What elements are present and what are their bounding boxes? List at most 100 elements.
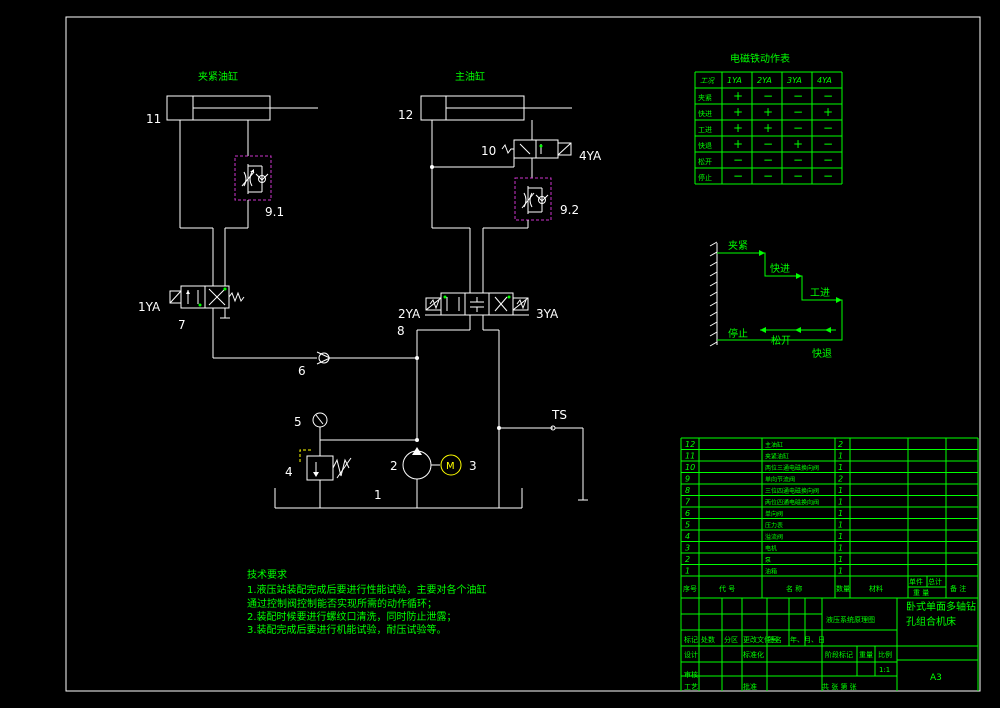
solenoid-cell: 松开 xyxy=(698,157,712,166)
part-no: 6 xyxy=(685,509,690,518)
tech-line-3: 2.装配时候要进行螺纹口清洗，同时防止泄露； xyxy=(247,610,457,623)
title-block-labels-weight: 重量 xyxy=(859,651,873,659)
part-no: 7 xyxy=(685,498,691,507)
throttle-check-valve-9-1 xyxy=(234,155,272,201)
cycle-step-2: 快进 xyxy=(770,263,790,275)
part-name: 油箱 xyxy=(765,568,777,576)
oil-tank-1 xyxy=(274,488,523,509)
technical-requirements: 技术要求 1.液压站装配完成后要进行性能试验，主要对各个油缸 通过控制阀控制能否… xyxy=(247,568,487,636)
label-c7: 7 xyxy=(178,318,186,332)
solenoid-header-3: 3YA xyxy=(787,76,802,85)
directional-valve-8 xyxy=(425,292,529,316)
part-name: 电机 xyxy=(765,545,777,553)
solenoid-cell: + xyxy=(733,89,743,103)
part-qty: 2 xyxy=(838,440,843,449)
tech-line-1: 1.液压站装配完成后要进行性能试验，主要对各个油缸 xyxy=(247,583,487,596)
parts-header-code: 代 号 xyxy=(719,584,735,593)
part-qty: 2 xyxy=(838,475,843,484)
title-block-labels-count: 处数 xyxy=(701,635,715,644)
label-ya3: 3YA xyxy=(536,307,559,321)
label-c4: 4 xyxy=(285,465,293,479)
solenoid-cell: 夹紧 xyxy=(698,93,712,102)
throttle-check-valve-9-2 xyxy=(514,177,552,221)
solenoid-cell: + xyxy=(733,137,743,151)
part-no: 12 xyxy=(685,440,695,449)
solenoid-table-title: 电磁铁动作表 xyxy=(730,52,790,65)
part-name: 两位四通电磁换向阀 xyxy=(765,499,819,507)
label-c92: 9.2 xyxy=(560,203,579,217)
part-no: 1 xyxy=(685,567,690,576)
solenoid-cell: 工进 xyxy=(698,126,712,134)
solenoid-cell: − xyxy=(793,121,803,135)
solenoid-cell: − xyxy=(763,137,773,151)
parts-header-total-weight: 总计 xyxy=(928,577,942,586)
title-block-labels-review: 审核 xyxy=(684,670,698,679)
part-name: 两位三通电磁换向阀 xyxy=(765,464,819,472)
product-name-1: 卧式单面多轴钻 xyxy=(906,600,976,613)
solenoid-cell: − xyxy=(793,89,803,103)
part-qty: 1 xyxy=(838,509,843,518)
work-cycle-diagram: 夹紧 快进 工进 快退 松开 停止 xyxy=(709,239,843,360)
clamp-cylinder xyxy=(166,95,318,121)
drawing-name: 液压系统原理图 xyxy=(826,615,875,624)
part-name: 主油缸 xyxy=(765,441,783,449)
label-ya4: 4YA xyxy=(579,149,602,163)
solenoid-cell: − xyxy=(793,169,803,183)
solenoid-cell: − xyxy=(823,121,833,135)
scale-value: 1:1 xyxy=(879,666,890,674)
cycle-step-6: 停止 xyxy=(728,327,748,340)
solenoid-cell: − xyxy=(763,169,773,183)
part-qty: 1 xyxy=(838,521,843,530)
label-c3: 3 xyxy=(469,459,477,473)
parts-header-material: 材料 xyxy=(869,584,883,593)
part-qty: 1 xyxy=(838,486,843,495)
label-c6: 6 xyxy=(298,364,306,378)
title-block-labels-process: 工艺 xyxy=(684,683,698,691)
label-ts: TS xyxy=(551,408,567,422)
part-qty: 1 xyxy=(838,498,843,507)
parts-header-name: 名 称 xyxy=(786,584,802,593)
solenoid-cell: − xyxy=(763,89,773,103)
part-qty: 1 xyxy=(838,567,843,576)
part-no: 3 xyxy=(685,544,690,553)
solenoid-header-0: 工况 xyxy=(700,77,715,85)
solenoid-cell: 快进 xyxy=(698,109,712,118)
cycle-step-4: 快退 xyxy=(812,348,832,360)
solenoid-cell: + xyxy=(763,121,773,135)
title-block-labels-approve: 批准 xyxy=(743,682,757,691)
parts-header-unit-weight: 单件 xyxy=(909,577,923,586)
clamp-cylinder-title: 夹紧油缸 xyxy=(198,70,238,83)
part-name: 三位四通电磁换向阀 xyxy=(765,487,819,495)
part-no: 2 xyxy=(685,555,690,564)
title-block: 序号 代 号 名 称 数量 材料 单件 总计 重 量 备 注 液压系统原理图 卧… xyxy=(680,437,979,691)
solenoid-cell: + xyxy=(733,121,743,135)
title-block-labels-signature: 签名 xyxy=(768,635,782,644)
solenoid-cell: − xyxy=(823,153,833,167)
solenoid-cell: + xyxy=(733,105,743,119)
label-c1: 1 xyxy=(374,488,382,502)
tech-line-4: 3.装配完成后要进行机能试验，耐压试验等。 xyxy=(247,623,447,636)
solenoid-header-2: 2YA xyxy=(757,76,772,85)
part-qty: 1 xyxy=(838,555,843,564)
solenoid-header-1: 1YA xyxy=(727,76,742,85)
title-block-labels-sheets: 共 张 第 张 xyxy=(822,682,857,691)
drawing-frame xyxy=(65,16,981,692)
tech-title: 技术要求 xyxy=(247,568,287,581)
parts-header-remarks: 备 注 xyxy=(950,584,966,593)
directional-valve-10 xyxy=(501,139,572,159)
part-name: 溢流阀 xyxy=(765,533,783,541)
solenoid-cell: − xyxy=(823,137,833,151)
label-c12: 12 xyxy=(398,108,413,122)
cycle-step-5: 松开 xyxy=(771,334,791,347)
main-cylinder xyxy=(420,95,572,121)
part-qty: 1 xyxy=(838,532,843,541)
title-block-labels-scale: 比例 xyxy=(878,650,892,659)
label-c11: 11 xyxy=(146,112,161,126)
solenoid-cell: + xyxy=(793,137,803,151)
title-block-labels-zone: 分区 xyxy=(724,635,738,644)
part-no: 9 xyxy=(685,475,690,484)
label-ya1: 1YA xyxy=(138,300,161,314)
part-qty: 1 xyxy=(838,452,843,461)
main-cylinder-title: 主油缸 xyxy=(455,70,485,83)
